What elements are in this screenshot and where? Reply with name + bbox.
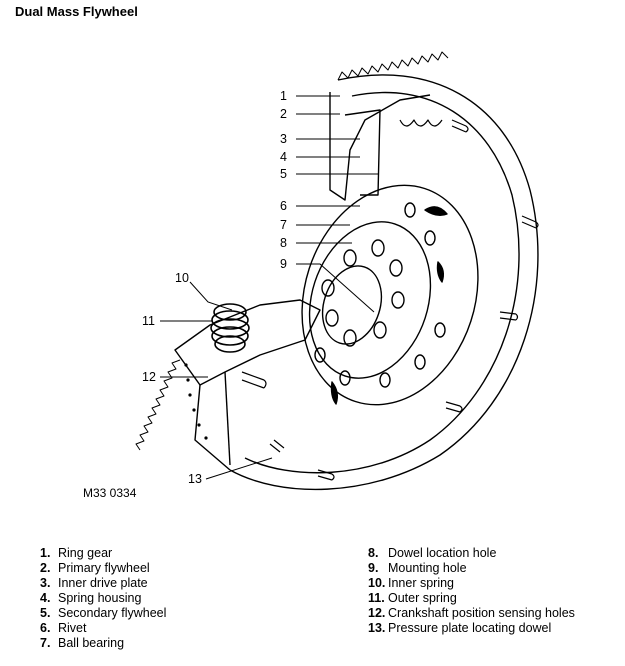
studs (241, 119, 539, 481)
callout-9: 9 (280, 257, 287, 271)
callout-2: 2 (280, 107, 287, 121)
legend-item: 7.Ball bearing (40, 636, 125, 650)
ring-gear-teeth (337, 51, 449, 81)
legend-left: 1.Ring gear 2.Primary flywheel 3.Inner d… (40, 546, 166, 651)
legend-item: 12.Crankshaft position sensing holes (368, 606, 575, 620)
dowel-slot-lower (330, 381, 339, 405)
legend-item: 1.Ring gear (40, 546, 113, 560)
legend-right: 8.Dowel location hole 9.Mounting hole 10… (368, 546, 575, 636)
leader-lines (160, 95, 378, 480)
legend-item: 3.Inner drive plate (40, 576, 148, 590)
center-bore (321, 265, 383, 345)
callout-13: 13 (188, 472, 202, 486)
dowel-slot-upper (424, 206, 448, 217)
legend-item: 2.Primary flywheel (40, 561, 150, 575)
legend-item: 6.Rivet (40, 621, 87, 635)
legend-item: 5.Secondary flywheel (40, 606, 167, 620)
flywheel-illustration: 1 2 3 4 5 6 7 8 9 10 11 12 13 (135, 51, 539, 491)
diagram-title: Dual Mass Flywheel (15, 4, 138, 19)
callout-8: 8 (280, 236, 287, 250)
cutaway-section-upper (329, 92, 431, 201)
legend-item: 8.Dowel location hole (368, 546, 497, 560)
callout-4: 4 (280, 150, 287, 164)
dowel-slot-right (436, 261, 445, 283)
flywheel-outer-rim (229, 74, 539, 491)
secondary-flywheel-inner (308, 221, 432, 379)
ring-gear-teeth-lower (135, 359, 181, 451)
callout-1: 1 (280, 89, 287, 103)
legend-item: 13.Pressure plate locating dowel (368, 621, 552, 635)
callout-7: 7 (280, 218, 287, 232)
outer-ring-holes (314, 202, 446, 388)
callout-10: 10 (175, 271, 189, 285)
cutaway-section-mid (344, 109, 381, 196)
secondary-flywheel-disk (301, 184, 479, 406)
figure-reference: M33 0334 (83, 486, 137, 500)
callout-3: 3 (280, 132, 287, 146)
legend-item: 10.Inner spring (368, 576, 455, 590)
callout-5: 5 (280, 167, 287, 181)
callout-6: 6 (280, 199, 287, 213)
legend-item: 4.Spring housing (40, 591, 142, 605)
callout-11: 11 (142, 314, 155, 328)
cutaway-section-lower (174, 299, 321, 386)
sensing-holes (184, 363, 208, 440)
callout-12: 12 (142, 370, 156, 384)
legend-item: 11.Outer spring (368, 591, 457, 605)
flywheel-inner-rim (244, 91, 520, 474)
springs (210, 303, 250, 353)
mounting-holes (321, 239, 405, 347)
legend-item: 9.Mounting hole (368, 561, 467, 575)
